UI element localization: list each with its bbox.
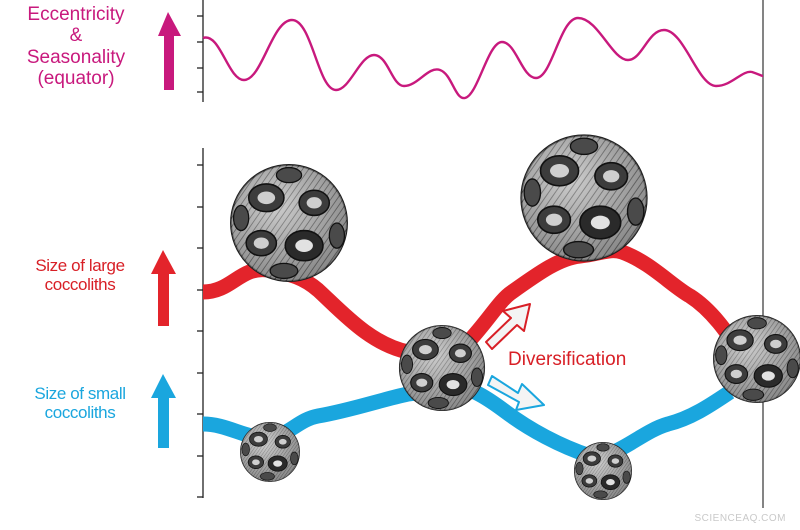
eccentricity-label-line: (equator) bbox=[37, 67, 115, 89]
eccentricity-label-line: Seasonality bbox=[26, 46, 126, 68]
large-coccolith-label-line: Size of large bbox=[35, 256, 125, 275]
diversification-label: Diversification bbox=[508, 349, 627, 370]
diversification-arrow-icon bbox=[485, 303, 545, 411]
bottom-axis bbox=[197, 148, 204, 498]
small-coccolith-label-line: coccoliths bbox=[44, 403, 116, 423]
coccolith-icon bbox=[520, 134, 648, 262]
coccolith-icon bbox=[240, 422, 300, 482]
eccentricity-label: Eccentricity & Seasonality (equator) bbox=[2, 4, 150, 89]
small-coccolith-label-line: Size of small bbox=[34, 384, 126, 403]
coccolith-icon bbox=[398, 324, 486, 412]
eccentricity-curve bbox=[202, 16, 764, 100]
small-coccolith-label: Size of small coccoliths bbox=[18, 384, 142, 422]
eccentricity-label-line: & bbox=[69, 25, 83, 47]
coccolith-icon bbox=[230, 164, 348, 282]
up-arrow-icon bbox=[151, 250, 176, 326]
coccolith-icon bbox=[713, 315, 800, 403]
eccentricity-label-line: Eccentricity bbox=[27, 4, 125, 25]
up-arrow-icon bbox=[158, 12, 181, 90]
up-arrow-icon bbox=[151, 374, 176, 448]
large-coccolith-label-line: coccoliths bbox=[44, 275, 116, 295]
top-axis bbox=[197, 0, 204, 102]
watermark: SCIENCEAQ.COM bbox=[694, 513, 786, 524]
large-coccolith-label: Size of large coccoliths bbox=[18, 256, 142, 294]
coccolith-icon bbox=[573, 441, 633, 501]
